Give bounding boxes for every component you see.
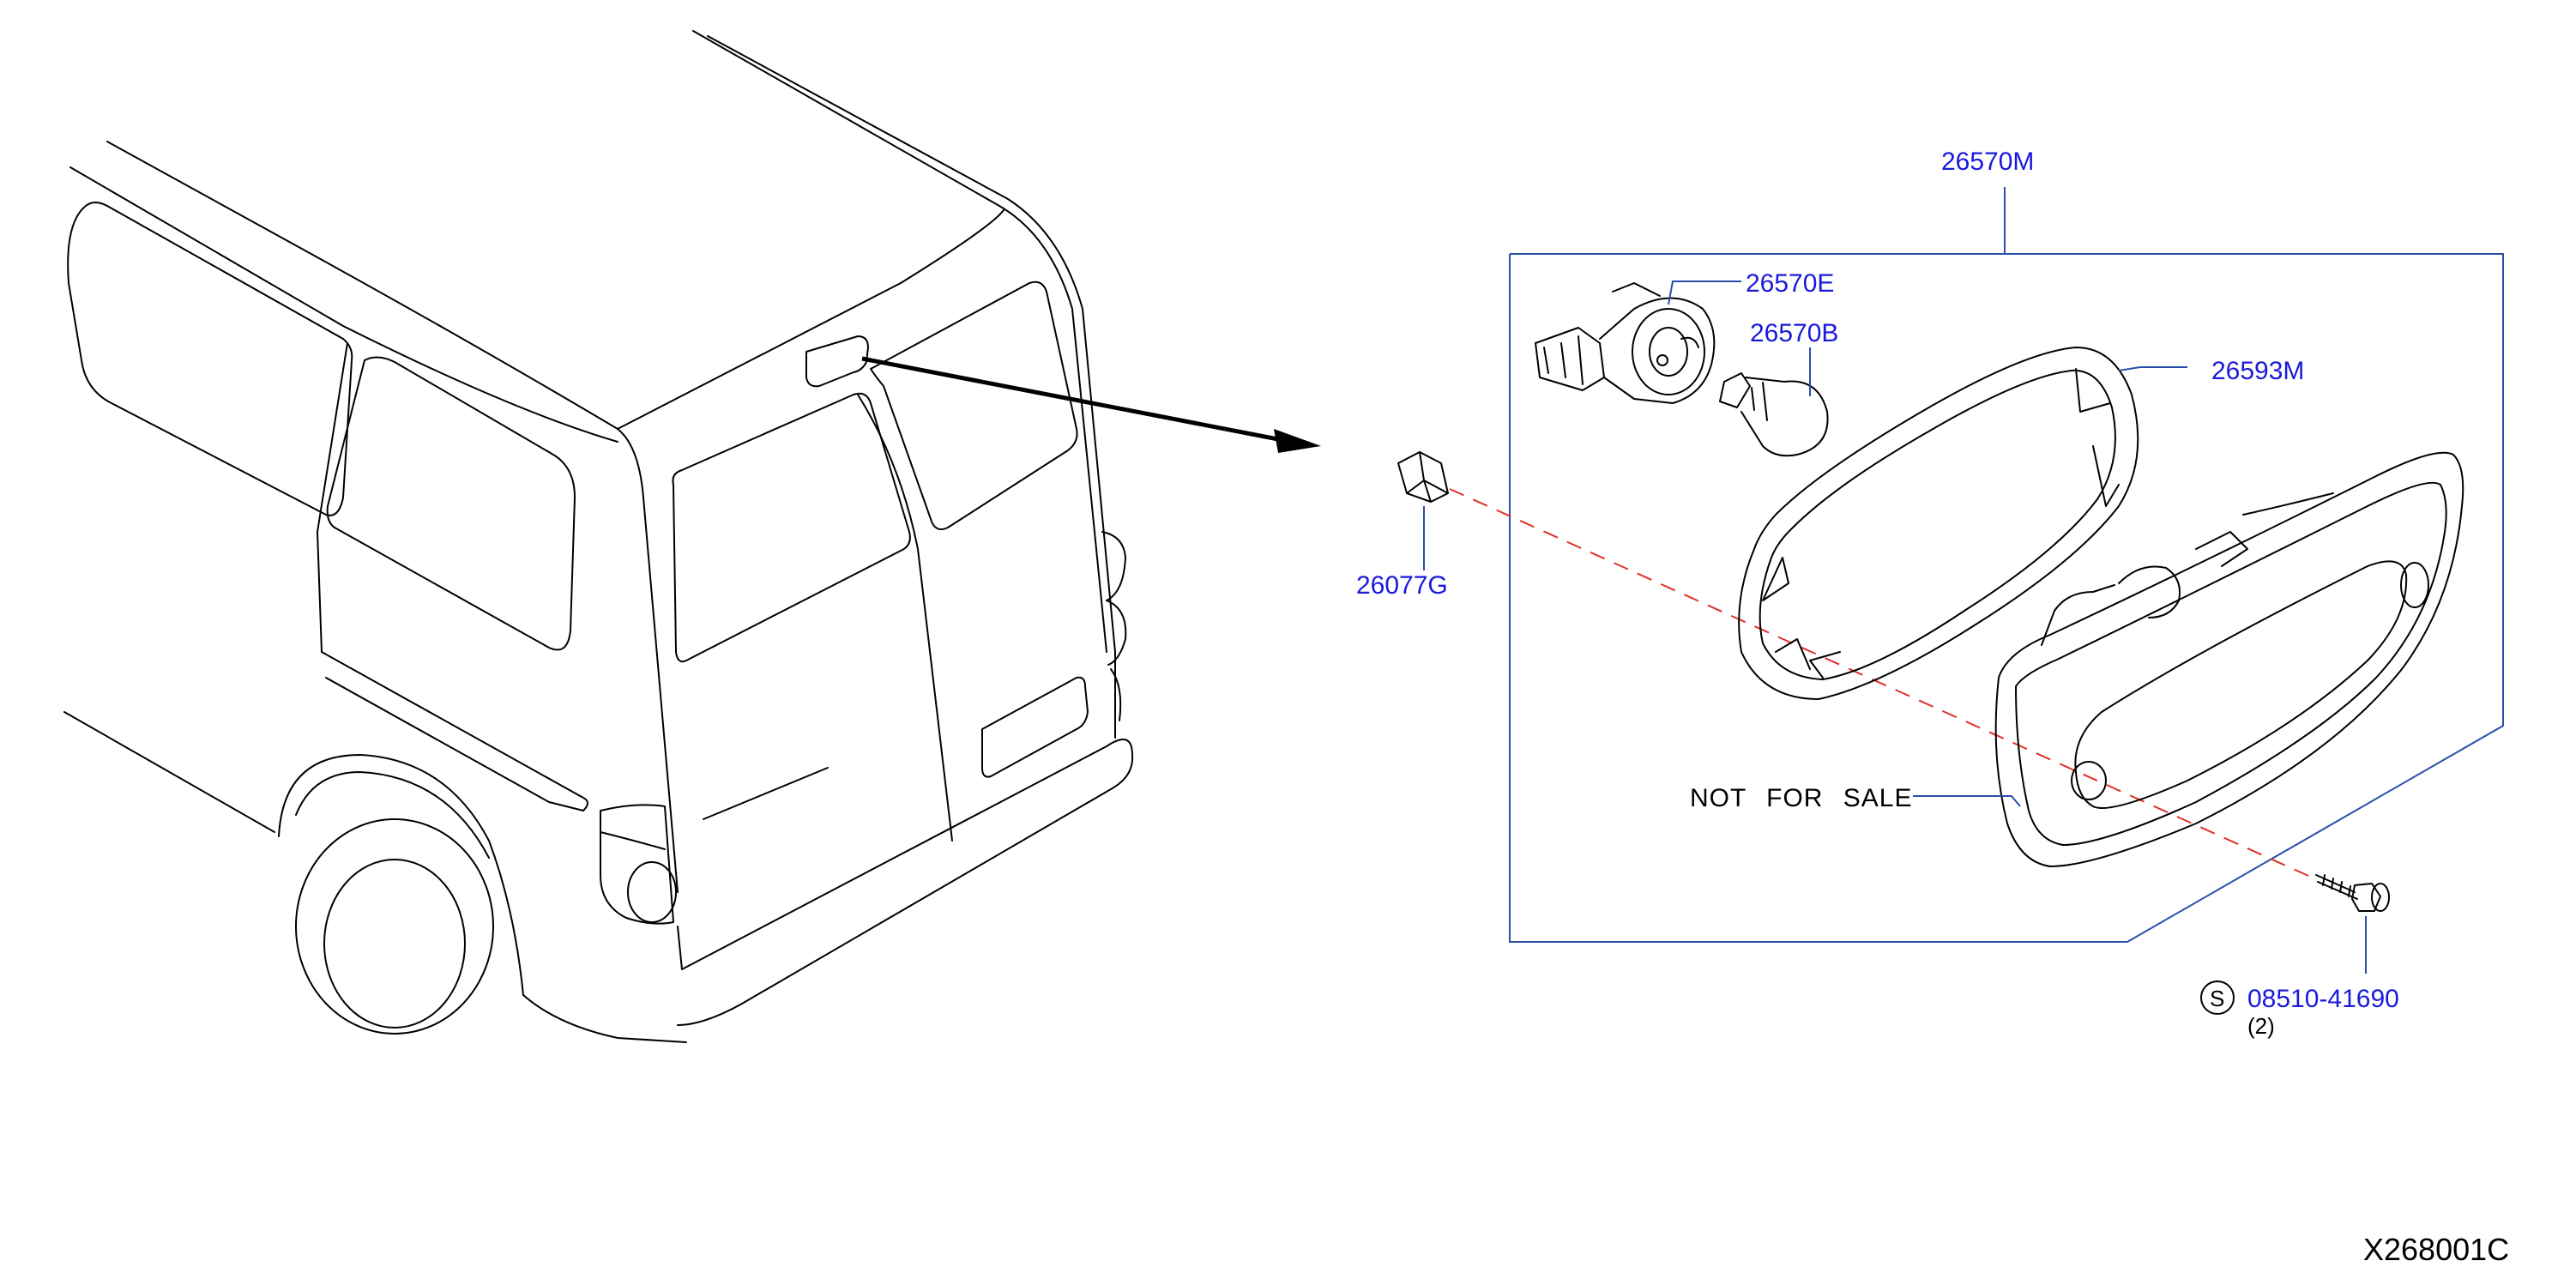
screw-part xyxy=(2315,874,2390,974)
callout-socket[interactable]: 26570E xyxy=(1746,269,1834,298)
pointer-arrow xyxy=(861,356,1321,453)
socket-part xyxy=(1535,281,1741,404)
illustration-code: X268001C xyxy=(2363,1232,2509,1267)
not-for-sale-note: NOT FOR SALE xyxy=(1690,784,1913,812)
callout-gasket[interactable]: 26593M xyxy=(2211,357,2304,385)
van-illustration xyxy=(63,30,1134,1043)
bulb-part xyxy=(1719,347,1829,457)
callout-bulb[interactable]: 26570B xyxy=(1750,319,1838,347)
standard-part-symbol-letter: S xyxy=(2210,986,2224,1011)
screw-quantity: (2) xyxy=(2247,1013,2275,1039)
standard-part-symbol-icon xyxy=(2200,980,2235,1015)
callout-screw[interactable]: 08510-41690 xyxy=(2247,985,2399,1013)
assembly-axis-line xyxy=(1449,488,2317,880)
assembly-frame xyxy=(1509,187,2504,943)
screw-callout: S 08510-41690 (2) xyxy=(2200,980,2399,1039)
not-for-sale-leader xyxy=(1913,795,2021,807)
lamp-housing-part xyxy=(1994,451,2464,867)
gasket-part xyxy=(1738,347,2187,700)
callout-assembly[interactable]: 26570M xyxy=(1941,148,2034,176)
callout-clip[interactable]: 26077G xyxy=(1356,571,1448,600)
clip-part xyxy=(1397,451,1449,570)
